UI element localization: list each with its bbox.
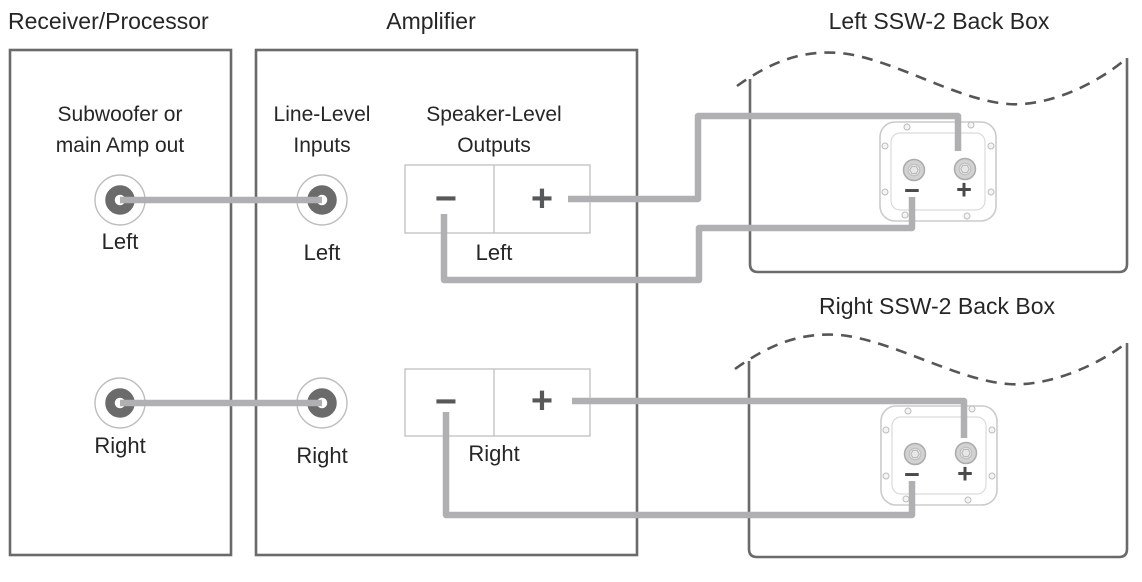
left-backbox-title: Left SSW-2 Back Box — [828, 8, 1050, 34]
amp-left-input-label: Left — [303, 240, 341, 265]
left-plate-screws — [881, 121, 995, 220]
component-boxes — [8, 48, 1129, 559]
wire-left-speaker-plus — [568, 112, 962, 203]
right-backbox-plus-terminal: + — [957, 458, 973, 489]
speaker-level-outputs-heading-line1: Speaker-Level — [426, 103, 562, 126]
right-plate-inner — [891, 416, 987, 495]
amp-right-output-label: Right — [468, 441, 520, 466]
left-plate-binding-posts — [902, 157, 977, 182]
right-output-terminal-block — [404, 368, 591, 437]
receiver-output-heading-line1: Subwoofer or — [57, 103, 183, 126]
amp-left-output-label: Left — [475, 240, 513, 265]
left-output-terminal-block — [404, 164, 591, 234]
right-backbox-terminal-plate — [880, 405, 998, 506]
receiver-output-heading-line2: main Amp out — [55, 134, 185, 157]
rca-outer-rings — [94, 174, 348, 429]
right-plate-screws — [882, 405, 996, 504]
rca-collars — [105, 185, 337, 418]
left-backbox-cut-curve — [736, 51, 1128, 106]
receiver-right-jack-label: Right — [94, 433, 146, 458]
left-plate-inner — [890, 132, 986, 211]
amp-right-input-label: Right — [296, 443, 348, 468]
left-backbox-minus-terminal: − — [904, 175, 920, 206]
amp-left-plus-terminal: + — [530, 178, 554, 220]
left-backbox-outline — [748, 58, 1129, 274]
receiver-title: Receiver/Processor — [8, 8, 209, 34]
receiver-left-jack-label: Left — [101, 229, 139, 254]
right-backbox-cut-curve — [734, 333, 1126, 386]
right-backbox-outline — [747, 343, 1129, 559]
wire-right-speaker-minus — [442, 412, 916, 519]
left-plate-outer — [879, 121, 997, 222]
right-plate-binding-posts — [903, 441, 978, 466]
right-backbox-minus-terminal: − — [904, 459, 920, 490]
line-level-inputs-heading-line2: Inputs — [293, 134, 351, 157]
speaker-terminal-blocks — [404, 164, 591, 437]
wire-right-speaker-plus — [572, 397, 968, 438]
cutaway-curves — [734, 51, 1128, 386]
right-plate-outer — [880, 405, 998, 506]
wire-left-speaker-minus — [440, 197, 916, 284]
line-level-inputs-heading-line1: Line-Level — [273, 103, 371, 126]
amp-right-minus-terminal: − — [434, 381, 458, 423]
speaker-level-outputs-heading-line2: Outputs — [457, 134, 531, 157]
right-backbox-title: Right SSW-2 Back Box — [818, 293, 1056, 319]
amplifier-box-outline — [254, 48, 639, 557]
left-backbox-terminal-plate — [879, 121, 997, 222]
amplifier-title: Amplifier — [386, 8, 476, 34]
wires — [120, 112, 968, 519]
left-backbox-plus-terminal: + — [956, 174, 972, 205]
amp-right-plus-terminal: + — [530, 380, 554, 422]
amp-left-minus-terminal: − — [434, 178, 458, 220]
receiver-box-outline — [8, 48, 233, 557]
